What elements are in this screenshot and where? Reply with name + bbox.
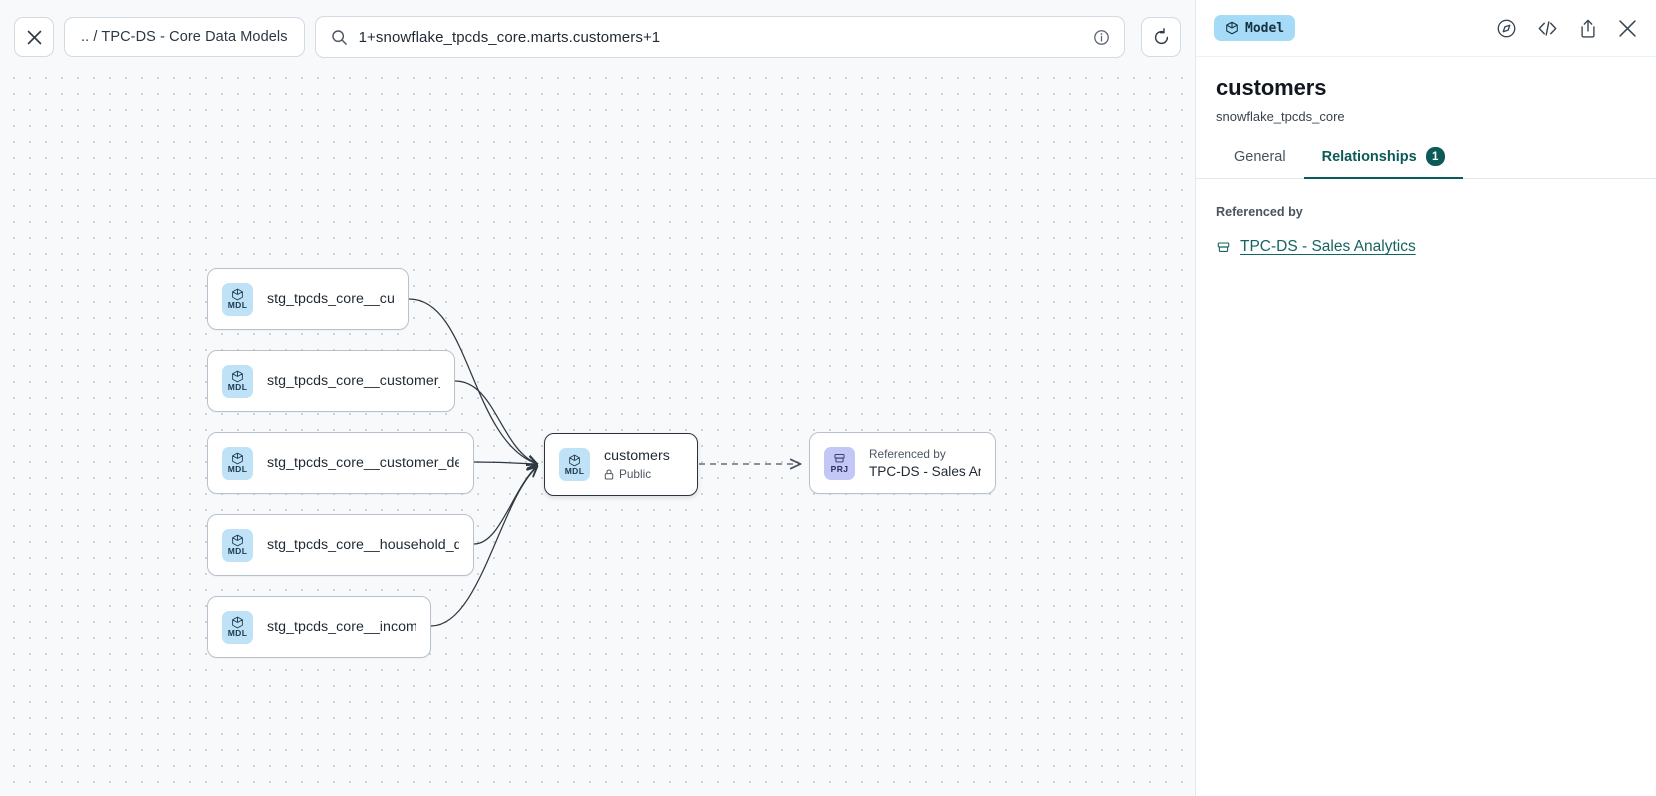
- cube-icon: [1226, 21, 1238, 35]
- badge-text: MDL: [227, 382, 248, 392]
- explore-icon[interactable]: [1496, 18, 1517, 39]
- lineage-node-customers-selected[interactable]: MDL customers Public: [544, 433, 698, 496]
- badge-text: MDL: [227, 546, 248, 556]
- lineage-canvas[interactable]: .. / TPC-DS - Core Data Models: [0, 0, 1195, 796]
- tab-count-badge: 1: [1425, 147, 1445, 166]
- tab-label: General: [1234, 148, 1286, 165]
- node-label: stg_tpcds_core__customer: [267, 291, 394, 307]
- node-body: customers Public: [604, 448, 670, 481]
- node-label: stg_tpcds_core__customer_address: [267, 373, 440, 389]
- code-icon[interactable]: [1536, 18, 1559, 39]
- page-title: customers: [1216, 75, 1327, 100]
- project-badge: PRJ: [824, 446, 855, 480]
- node-access: Public: [604, 467, 670, 481]
- referenced-by-heading: Referenced by: [1216, 205, 1303, 219]
- node-label: stg_tpcds_core__customer_demogra…: [267, 455, 459, 471]
- model-badge: MDL: [222, 282, 253, 316]
- node-body: stg_tpcds_core__customer_demogra…: [267, 455, 459, 471]
- lineage-node-stg-household-demographics[interactable]: MDL stg_tpcds_core__household_demogr…: [207, 514, 474, 576]
- tab-label: Relationships: [1321, 148, 1417, 165]
- node-label: stg_tpcds_core__household_demogr…: [267, 537, 459, 553]
- breadcrumb-button[interactable]: .. / TPC-DS - Core Data Models: [64, 17, 305, 57]
- canvas-toolbar: .. / TPC-DS - Core Data Models: [0, 0, 1195, 74]
- referenced-by-link[interactable]: TPC-DS - Sales Analytics: [1240, 238, 1416, 255]
- details-panel-title-block: customers snowflake_tpcds_core: [1196, 57, 1656, 124]
- cube-icon: [232, 370, 243, 383]
- badge-text: MDL: [227, 464, 248, 474]
- lineage-node-stg-customer[interactable]: MDL stg_tpcds_core__customer: [207, 268, 409, 330]
- entity-type-badge[interactable]: Model: [1214, 15, 1296, 41]
- node-access-label: Public: [619, 467, 652, 481]
- lineage-search-bar[interactable]: [314, 16, 1125, 58]
- cube-icon: [232, 452, 243, 465]
- lock-icon: [604, 468, 614, 480]
- close-lineage-button[interactable]: [14, 17, 54, 57]
- node-body: stg_tpcds_core__customer: [267, 291, 394, 307]
- model-badge: MDL: [559, 448, 590, 481]
- lineage-node-stg-customer-demographics[interactable]: MDL stg_tpcds_core__customer_demogra…: [207, 432, 474, 494]
- close-icon: [27, 30, 41, 44]
- node-body: stg_tpcds_core__income_band: [267, 619, 416, 635]
- page-subtitle: snowflake_tpcds_core: [1216, 109, 1345, 124]
- panel-header-actions: [1496, 18, 1638, 39]
- model-badge: MDL: [222, 610, 253, 644]
- cube-icon: [232, 288, 243, 301]
- node-label: customers: [604, 448, 670, 464]
- lineage-node-project-sales-analytics[interactable]: PRJ Referenced by TPC-DS - Sales Analyti…: [809, 432, 996, 494]
- badge-text: MDL: [564, 465, 585, 476]
- model-badge: MDL: [222, 528, 253, 562]
- project-icon: [834, 454, 845, 463]
- search-input[interactable]: [358, 28, 1082, 46]
- node-label: stg_tpcds_core__income_band: [267, 619, 416, 635]
- cube-icon: [569, 454, 580, 466]
- node-kicker: Referenced by: [869, 447, 946, 461]
- model-badge: MDL: [222, 446, 253, 480]
- tab-relationships[interactable]: Relationships 1: [1303, 147, 1463, 179]
- node-label: TPC-DS - Sales Analytics: [869, 464, 981, 479]
- project-icon: [1217, 241, 1230, 252]
- badge-text: MDL: [227, 628, 248, 638]
- canvas-dot-grid: [0, 0, 1195, 796]
- node-body: stg_tpcds_core__household_demogr…: [267, 537, 459, 553]
- badge-text: PRJ: [830, 464, 849, 474]
- refresh-button[interactable]: [1141, 17, 1181, 57]
- info-icon[interactable]: [1093, 29, 1110, 46]
- details-panel: Model customers s: [1195, 0, 1656, 796]
- relationships-content: Referenced by TPC-DS - Sales Analytics: [1196, 179, 1656, 256]
- cube-icon: [232, 616, 243, 629]
- close-icon[interactable]: [1617, 18, 1638, 39]
- refresh-icon: [1154, 27, 1168, 44]
- cube-icon: [232, 534, 243, 547]
- lineage-node-stg-income-band[interactable]: MDL stg_tpcds_core__income_band: [207, 596, 431, 658]
- tab-general[interactable]: General: [1216, 147, 1304, 179]
- node-body: stg_tpcds_core__customer_address: [267, 373, 440, 389]
- badge-text: MDL: [227, 300, 248, 310]
- referenced-by-item[interactable]: TPC-DS - Sales Analytics: [1216, 238, 1636, 256]
- entity-type-label: Model: [1245, 20, 1285, 36]
- node-body: Referenced by TPC-DS - Sales Analytics: [869, 447, 981, 479]
- search-icon: [331, 29, 347, 45]
- details-panel-header: Model: [1196, 0, 1656, 57]
- details-tabs: General Relationships 1: [1196, 146, 1656, 179]
- share-icon[interactable]: [1578, 18, 1598, 39]
- lineage-node-stg-customer-address[interactable]: MDL stg_tpcds_core__customer_address: [207, 350, 455, 412]
- breadcrumb-label: .. / TPC-DS - Core Data Models: [81, 29, 288, 45]
- model-badge: MDL: [222, 364, 253, 398]
